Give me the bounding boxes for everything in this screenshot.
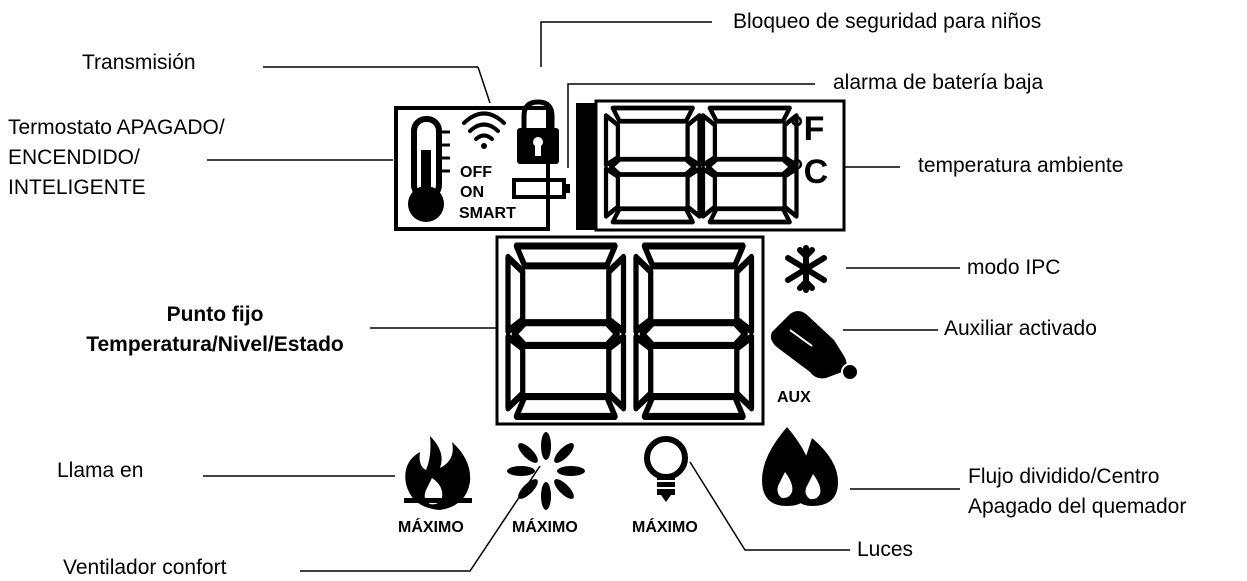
setpoint-display <box>495 235 765 426</box>
label-split-flow: Flujo dividido/Centro Apagado del quemad… <box>968 464 1186 520</box>
leader-transmission-drop <box>477 66 491 104</box>
unit-fahrenheit: °F <box>790 110 824 148</box>
leader-comfort-fan <box>300 465 541 572</box>
state-off: OFF <box>460 164 492 181</box>
thermostat-state-labels: OFF ON SMART <box>459 164 516 222</box>
label-lights: Luces <box>857 538 914 561</box>
lights-max-label: MÁXIMO <box>632 517 698 536</box>
battery-icon <box>512 178 570 199</box>
label-transmission: Transmisión <box>82 51 196 74</box>
split-flow-icon <box>762 427 838 506</box>
unit-celsius: °C <box>790 153 828 191</box>
leader-child-lock <box>540 21 712 67</box>
room-temp-display: °F °C <box>576 99 846 232</box>
label-comfort-fan: Ventilador confort <box>63 556 227 579</box>
label-split-flow-line1: Flujo dividido/Centro <box>968 465 1160 488</box>
flame-max-label: MÁXIMO <box>398 517 464 536</box>
label-child-lock: Bloqueo de seguridad para niños <box>733 10 1042 33</box>
fan-icon <box>507 432 585 510</box>
label-thermostat: Termostato APAGADO/ ENCENDIDO/ INTELIGEN… <box>8 115 225 201</box>
state-on: ON <box>460 184 484 201</box>
aux-hand-icon <box>770 311 859 381</box>
bulb-icon <box>644 436 688 502</box>
label-thermostat-line2: ENCENDIDO/ <box>8 146 140 169</box>
label-flame: Llama en <box>57 459 144 482</box>
flame-icon <box>404 436 472 510</box>
label-ipc-mode: modo IPC <box>967 256 1061 279</box>
leader-lights <box>689 461 850 551</box>
label-aux-on: Auxiliar activado <box>944 317 1097 340</box>
label-setpoint-line2: Temperatura/Nivel/Estado <box>86 333 344 356</box>
snowflake-icon <box>785 245 827 293</box>
thermometer-icon <box>394 106 550 231</box>
leader-lines <box>203 21 960 572</box>
state-smart: SMART <box>459 205 516 222</box>
leader-low-battery <box>567 83 815 168</box>
label-room-temp: temperatura ambiente <box>918 154 1124 177</box>
wifi-icon <box>462 111 506 149</box>
label-setpoint-line1: Punto fijo <box>166 303 264 326</box>
lock-icon <box>517 99 559 164</box>
label-thermostat-line1: Termostato APAGADO/ <box>8 116 225 139</box>
aux-label: AUX <box>777 389 811 406</box>
fan-max-label: MÁXIMO <box>512 517 578 536</box>
label-thermostat-line3: INTELIGENTE <box>8 176 146 199</box>
label-setpoint: Punto fijo Temperatura/Nivel/Estado <box>56 302 374 358</box>
label-split-flow-line2: Apagado del quemador <box>968 495 1187 518</box>
label-low-battery: alarma de batería baja <box>833 71 1044 94</box>
